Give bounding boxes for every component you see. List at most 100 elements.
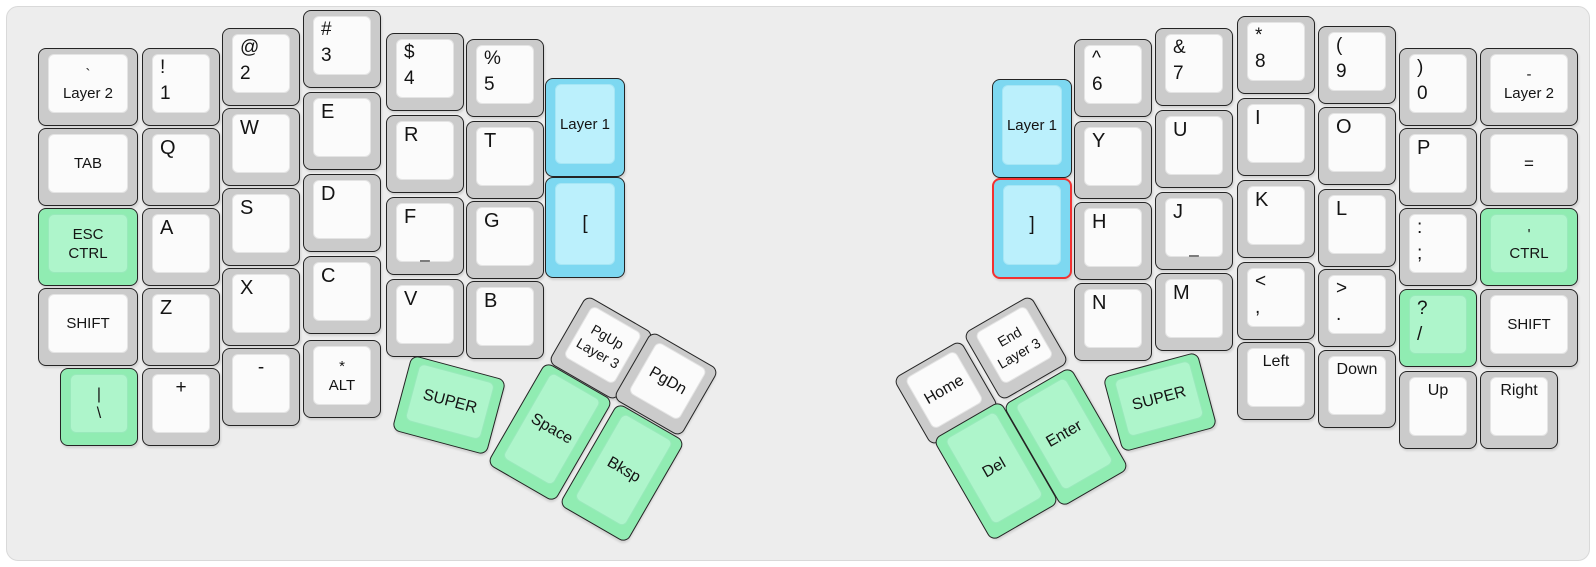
key-grave-layer2[interactable]: `Layer 2 (38, 48, 138, 126)
key-f[interactable]: F_ (386, 197, 464, 275)
key-star-alt[interactable]: *ALT (303, 340, 381, 418)
key-label: D (314, 181, 370, 238)
key-label: )0 (1417, 57, 1462, 105)
keycap-top: $4 (396, 39, 454, 98)
key-u[interactable]: U (1155, 110, 1233, 188)
key-dollar-4[interactable]: $4 (386, 33, 464, 111)
key-question-slash[interactable]: ?/ (1399, 289, 1477, 367)
key-quote-ctrl[interactable]: 'CTRL (1480, 208, 1578, 286)
key-label: O (1329, 114, 1385, 171)
key-arrow-down[interactable]: Down (1318, 350, 1396, 428)
key-tab[interactable]: TAB (38, 128, 138, 206)
key-label-line: [ (582, 213, 588, 234)
key-label: B (477, 288, 533, 345)
key-equals[interactable]: = (1480, 128, 1578, 206)
key-s[interactable]: S (222, 188, 300, 266)
keycap-top: T (476, 127, 534, 186)
key-plus[interactable]: + (142, 368, 220, 446)
key-layer1-left[interactable]: Layer 1 (545, 78, 625, 177)
keycap-top: Layer 1 (555, 84, 615, 164)
key-t[interactable]: T (466, 121, 544, 199)
key-k[interactable]: K (1237, 180, 1315, 258)
key-y[interactable]: Y (1074, 121, 1152, 199)
key-z[interactable]: Z (142, 288, 220, 366)
key-label: TAB (49, 135, 127, 192)
key-e[interactable]: E (303, 92, 381, 170)
key-label-line: O (1336, 116, 1352, 138)
key-percent-5[interactable]: %5 (466, 39, 544, 117)
key-label: I (1248, 105, 1304, 162)
key-gt-period[interactable]: >. (1318, 269, 1396, 347)
key-at-2[interactable]: @2 (222, 28, 300, 106)
key-i[interactable]: I (1237, 98, 1315, 176)
key-label-line: Up (1427, 382, 1449, 399)
key-v[interactable]: V (386, 279, 464, 357)
key-n[interactable]: N (1074, 283, 1152, 361)
key-minus-left[interactable]: - (222, 348, 300, 426)
key-exclam-1[interactable]: !1 (142, 48, 220, 126)
key-label-line: 3 (321, 45, 332, 66)
key-shift-right[interactable]: SHIFT (1480, 289, 1578, 367)
keycap-top: |\ (70, 374, 128, 433)
key-x[interactable]: X (222, 268, 300, 346)
key-super-left[interactable]: SUPER (391, 354, 507, 456)
key-left-bracket[interactable]: [ (545, 177, 625, 278)
key-a[interactable]: A (142, 208, 220, 286)
key-o[interactable]: O (1318, 107, 1396, 185)
key-lparen-9[interactable]: (9 (1318, 26, 1396, 104)
keycap-top: Down (1328, 356, 1386, 415)
key-minus-layer2[interactable]: -Layer 2 (1480, 48, 1578, 126)
key-rparen-0[interactable]: )0 (1399, 48, 1477, 126)
keycap-top: PgDn (627, 340, 708, 422)
key-p[interactable]: P (1399, 128, 1477, 206)
key-label: M (1166, 280, 1222, 337)
key-right-bracket[interactable]: ] (992, 178, 1072, 279)
key-label-line: S (240, 197, 254, 219)
keycap-top: Up (1409, 377, 1467, 436)
key-m[interactable]: M (1155, 273, 1233, 351)
key-amp-7[interactable]: &7 (1155, 28, 1233, 106)
key-label: Z (153, 295, 209, 352)
key-w[interactable]: W (222, 108, 300, 186)
key-hash-3[interactable]: #3 (303, 10, 381, 88)
keycap-top: Layer 1 (1002, 85, 1062, 165)
key-arrow-left[interactable]: Left (1237, 342, 1315, 420)
key-label-line: PgDn (646, 363, 690, 398)
key-super-right[interactable]: SUPER (1102, 351, 1218, 453)
key-star-8[interactable]: *8 (1237, 16, 1315, 94)
keycap-top: I (1247, 104, 1305, 163)
key-label-line: ^ (1092, 48, 1101, 69)
key-label-line: Home (921, 371, 967, 408)
key-label-line: Layer 2 (62, 84, 114, 102)
key-label: Left (1248, 351, 1304, 406)
key-label-line: Q (160, 137, 176, 159)
key-arrow-up[interactable]: Up (1399, 371, 1477, 449)
key-caret-6[interactable]: ^6 (1074, 39, 1152, 117)
keycap-top: = (1490, 134, 1568, 193)
key-label: SHIFT (49, 295, 127, 352)
key-colon-semicolon[interactable]: :; (1399, 208, 1477, 286)
key-layer1-right[interactable]: Layer 1 (992, 79, 1072, 178)
key-lt-comma[interactable]: <, (1237, 262, 1315, 340)
key-pipe-backslash[interactable]: |\ (60, 368, 138, 446)
key-label: 'CTRL (1491, 215, 1567, 272)
key-j[interactable]: J_ (1155, 192, 1233, 270)
key-q[interactable]: Q (142, 128, 220, 206)
key-b[interactable]: B (466, 281, 544, 359)
key-g[interactable]: G (466, 201, 544, 279)
key-shift-left[interactable]: SHIFT (38, 288, 138, 366)
key-h[interactable]: H (1074, 202, 1152, 280)
keycap-top: O (1328, 113, 1386, 172)
key-arrow-right[interactable]: Right (1480, 371, 1558, 449)
key-r[interactable]: R (386, 115, 464, 193)
key-label: *8 (1255, 25, 1300, 73)
key-c[interactable]: C (303, 256, 381, 334)
keycap-top: - (232, 354, 290, 413)
key-d[interactable]: D (303, 174, 381, 252)
key-l[interactable]: L (1318, 189, 1396, 267)
key-label-line: P (1417, 137, 1431, 159)
